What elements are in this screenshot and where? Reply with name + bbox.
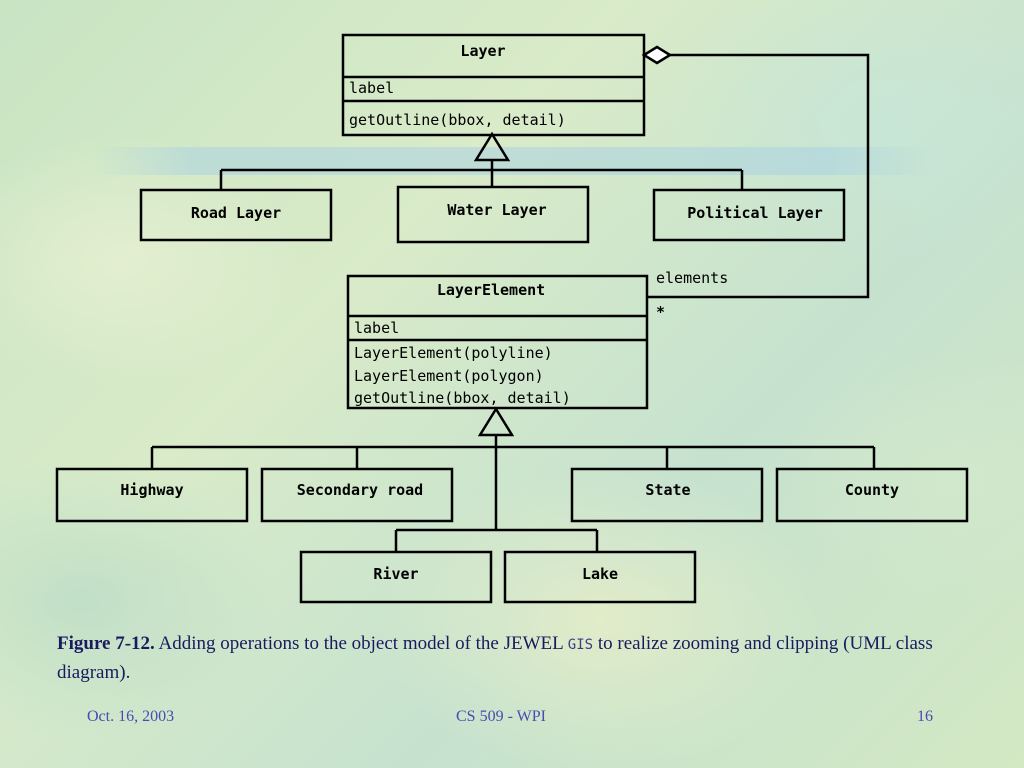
river-label: River bbox=[373, 565, 418, 583]
caption-text: Adding operations to the object model of… bbox=[154, 633, 568, 654]
state-class-box[interactable] bbox=[570, 467, 764, 523]
association-role: elements bbox=[656, 269, 728, 287]
footer-date: Oct. 16, 2003 bbox=[87, 708, 175, 725]
highway-class-box[interactable] bbox=[55, 467, 249, 523]
layer-attribute: label bbox=[349, 79, 394, 97]
aggregation-line bbox=[647, 53, 870, 299]
layer-operation: getOutline(bbox, detail) bbox=[349, 111, 566, 129]
layer-generalization-arrow bbox=[473, 131, 511, 162]
secondary-road-class-box[interactable] bbox=[260, 467, 454, 523]
lake-class-box[interactable] bbox=[503, 550, 697, 604]
aggregation-diamond bbox=[641, 45, 673, 65]
footer-course: CS 509 - WPI bbox=[456, 708, 546, 725]
layer-class-name: Layer bbox=[460, 42, 505, 60]
road-layer-label: Road Layer bbox=[191, 204, 281, 222]
page-number: 16 bbox=[917, 708, 933, 725]
water-layer-class-box[interactable] bbox=[396, 185, 590, 244]
road-layer-class-box[interactable] bbox=[139, 188, 333, 242]
layer-element-class-name: LayerElement bbox=[437, 281, 545, 299]
political-layer-label: Political Layer bbox=[687, 204, 822, 222]
county-class-box[interactable] bbox=[775, 467, 969, 523]
secondary-road-label: Secondary road bbox=[297, 481, 423, 499]
association-multiplicity: * bbox=[656, 303, 665, 321]
political-layer-class-box[interactable] bbox=[652, 188, 846, 242]
state-label: State bbox=[645, 481, 690, 499]
river-class-box[interactable] bbox=[299, 550, 493, 604]
water-layer-label: Water Layer bbox=[447, 201, 546, 219]
layer-element-attribute: label bbox=[354, 319, 399, 337]
layer-element-operation: LayerElement(polygon) bbox=[354, 367, 544, 385]
caption-text: to realize zooming and clipping (UML cla… bbox=[57, 633, 933, 683]
uml-class-diagram: Layer label getOutline(bbox, detail) Roa… bbox=[55, 33, 969, 604]
layer-element-operation: getOutline(bbox, detail) bbox=[354, 389, 571, 407]
highway-label: Highway bbox=[120, 481, 183, 499]
figure-label: Figure 7-12. bbox=[57, 633, 155, 654]
caption-gis: GIS bbox=[567, 637, 594, 653]
county-label: County bbox=[845, 481, 899, 499]
layer-element-operation: LayerElement(polyline) bbox=[354, 344, 553, 362]
lake-label: Lake bbox=[582, 565, 618, 583]
layer-element-generalization-arrow bbox=[477, 406, 515, 437]
figure-caption: Figure 7-12. Adding operations to the ob… bbox=[57, 630, 957, 687]
layer-element-class-box[interactable] bbox=[346, 274, 649, 410]
